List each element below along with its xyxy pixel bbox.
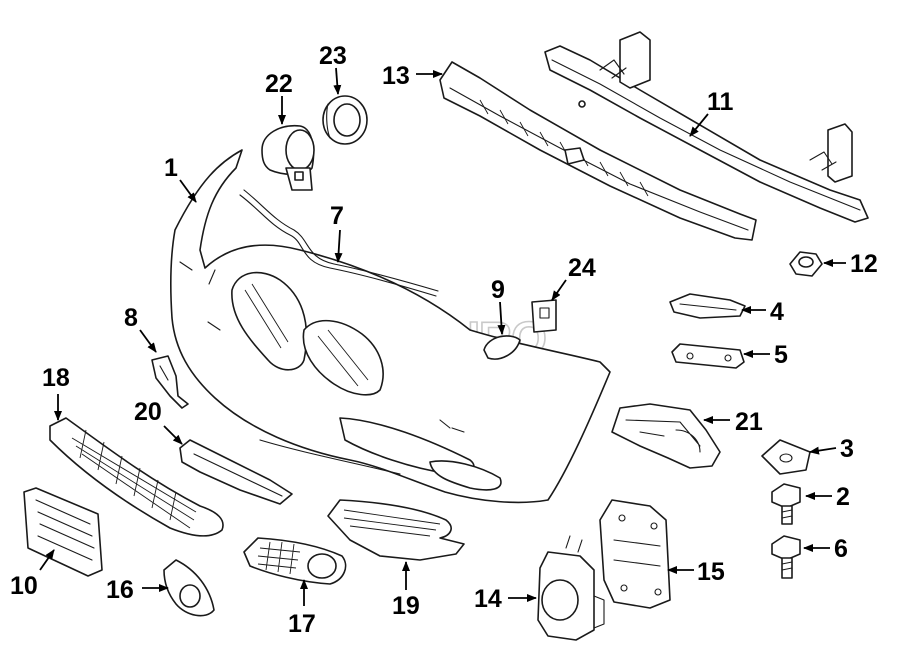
- part-19-side-air-duct: [327, 499, 465, 561]
- part-23-sensor-ring: [322, 95, 368, 145]
- part-6-bolt: [771, 535, 801, 579]
- part-24-bracket: [531, 299, 557, 333]
- part-13-energy-absorber: [439, 61, 757, 241]
- part-3-clip-nut: [761, 439, 811, 475]
- callout-18: 18: [42, 364, 70, 392]
- callout-3: 3: [840, 435, 854, 463]
- part-21-air-duct: [611, 403, 721, 469]
- callout-21: 21: [735, 408, 763, 436]
- part-8-bracket: [151, 355, 189, 409]
- callout-14: 14: [474, 585, 502, 613]
- callout-16: 16: [106, 576, 134, 604]
- callout-2: 2: [836, 483, 850, 511]
- callout-19: 19: [392, 592, 420, 620]
- part-1-bumper-cover: [169, 149, 611, 504]
- part-9-tow-hook-cap: [483, 335, 521, 360]
- callout-22: 22: [265, 70, 293, 98]
- part-14-radar-sensor: [537, 535, 605, 641]
- callout-15: 15: [697, 558, 725, 586]
- part-22-parking-sensor: [261, 125, 315, 191]
- callout-13: 13: [382, 62, 410, 90]
- callout-7: 7: [330, 202, 344, 230]
- callout-12: 12: [850, 250, 878, 278]
- callouts: 1 2 3 4 5 6 7 8 9 10 11 12 13 14 15 16 1: [10, 42, 878, 638]
- callout-23: 23: [319, 42, 347, 70]
- part-12-nut: [789, 251, 823, 277]
- callout-4: 4: [770, 298, 784, 326]
- part-10-license-plate-bracket: [23, 487, 103, 577]
- callout-10: 10: [10, 572, 38, 600]
- callout-17: 17: [288, 610, 316, 638]
- callout-6: 6: [834, 535, 848, 563]
- part-11-bumper-reinforcement: [544, 31, 869, 223]
- part-17-side-grille: [243, 537, 347, 585]
- callout-9: 9: [491, 276, 505, 304]
- part-16-fog-light-cover: [163, 559, 215, 617]
- part-4-bracket: [669, 293, 746, 319]
- callout-20: 20: [134, 398, 162, 426]
- callout-11: 11: [707, 88, 734, 116]
- callout-1: 1: [164, 154, 178, 182]
- callout-24: 24: [568, 254, 596, 282]
- part-20-lower-spoiler: [179, 439, 293, 505]
- part-2-bolt: [771, 483, 801, 525]
- callout-8: 8: [124, 304, 138, 332]
- part-18-lower-grille: [49, 417, 224, 537]
- part-5-bracket: [671, 343, 745, 369]
- part-15-module-bracket: [599, 499, 671, 609]
- callout-5: 5: [774, 341, 788, 369]
- part-7-seal-strip: [239, 189, 439, 297]
